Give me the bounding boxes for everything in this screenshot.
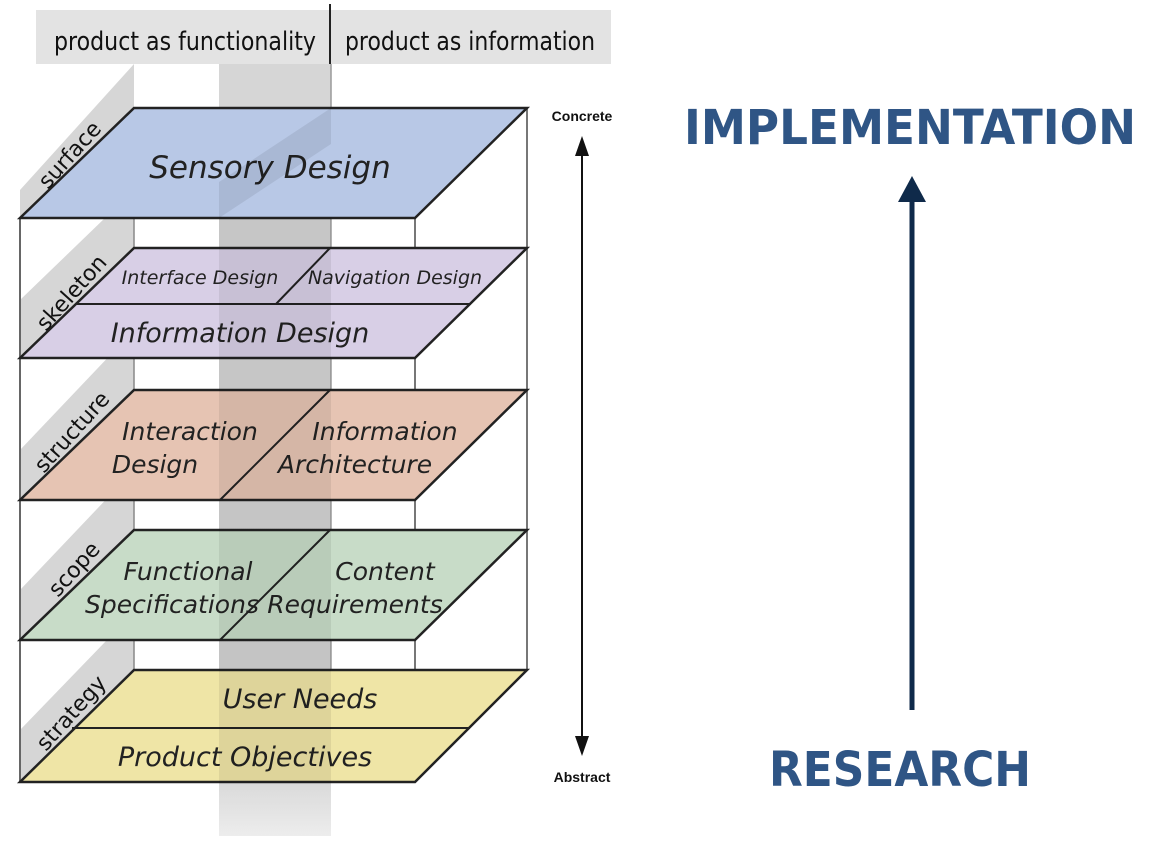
information-design-label: Information Design — [111, 318, 370, 349]
column-front-shade — [219, 218, 331, 836]
concrete-label: Concrete — [552, 108, 613, 124]
product-objectives-label: Product Objectives — [118, 742, 372, 773]
interaction-design-line2: Design — [112, 450, 198, 479]
axis-arrowhead-down — [575, 736, 589, 756]
navigation-design-label: Navigation Design — [308, 267, 482, 289]
implementation-heading: IMPLEMENTATION — [684, 100, 1136, 156]
functional-specs-line1: Functional — [124, 557, 253, 586]
header-product-as-functionality: product as functionality — [54, 27, 316, 57]
functional-specs-line2: Specifications — [85, 590, 259, 619]
skeleton-tab — [20, 190, 134, 358]
strategy-tab — [20, 612, 134, 782]
scope-plane — [16, 528, 531, 642]
information-architecture-line1: Information — [312, 417, 457, 446]
content-requirements-line2: Requirements — [267, 590, 442, 619]
content-requirements-line1: Content — [335, 557, 436, 586]
scope-tab — [20, 470, 134, 640]
axis-arrowhead-up — [575, 136, 589, 156]
header-product-as-information: product as information — [345, 27, 595, 57]
scope-divider — [219, 529, 331, 641]
header-bar — [36, 10, 611, 64]
skeleton-divider-v — [275, 247, 331, 305]
column-over-surface — [219, 108, 331, 218]
surface-plane — [16, 106, 531, 220]
interaction-design-line1: Interaction — [122, 417, 258, 446]
structure-divider — [219, 389, 331, 501]
abstract-label: Abstract — [554, 769, 611, 785]
strategy-plane — [16, 668, 531, 784]
interface-design-label: Interface Design — [122, 267, 279, 289]
research-to-implementation-arrowhead — [898, 176, 926, 202]
structure-tab — [20, 330, 134, 500]
user-needs-label: User Needs — [223, 684, 378, 715]
sensory-design-label: Sensory Design — [149, 150, 391, 186]
research-heading: RESEARCH — [769, 742, 1031, 798]
structure-plane — [16, 388, 531, 502]
information-architecture-line2: Architecture — [276, 450, 432, 479]
surface-tab — [20, 64, 134, 218]
